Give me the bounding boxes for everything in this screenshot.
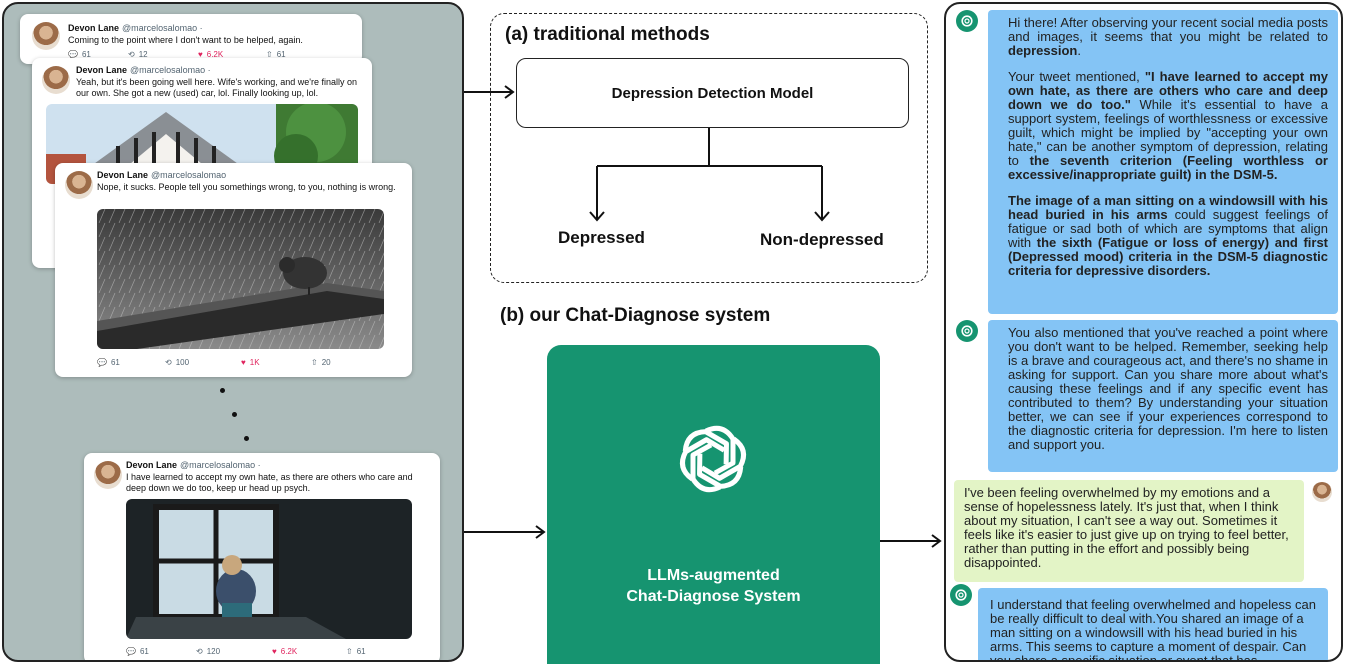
like-button[interactable]: ♥6.2K [272,647,346,656]
arrow-head [535,525,546,539]
share-count: 61 [356,647,366,656]
tweet-author-name: Devon Lane [126,460,178,470]
assistant-avatar-icon [956,10,978,32]
share-icon: ⇧ [311,358,318,367]
model-label: Depression Detection Model [611,84,814,102]
reply-icon: 💬 [68,50,78,59]
like-count: 1K [249,358,260,367]
reply-count: 61 [139,647,149,656]
user-avatar [1312,482,1332,502]
tweet-card[interactable]: Devon Lane@marcelosalomao Nope, it sucks… [55,163,412,377]
reply-button[interactable]: 💬61 [97,358,165,367]
assistant-message: I understand that feeling overwhelmed an… [978,588,1328,660]
system-label: LLMs-augmented Chat-Diagnose System [547,565,880,607]
avatar [94,461,122,489]
share-button[interactable]: ⇧61 [346,647,366,656]
share-icon: ⇧ [346,647,353,656]
tweet-text: I have learned to accept my own hate, as… [126,472,413,493]
share-count: 20 [321,358,331,367]
tweets-panel: Devon Lane@marcelosalomao · Coming to th… [2,2,464,662]
tweet-actions: 💬61 ⟲100 ♥1K ⇧20 [97,358,331,367]
tweet-author-handle: @marcelosalomao · [130,65,211,75]
tweet-text: Nope, it sucks. People tell you somethin… [97,182,396,192]
retweet-icon: ⟲ [196,647,203,656]
like-button[interactable]: ♥1K [241,358,311,367]
heart-icon: ♥ [198,50,203,59]
traditional-methods-box [490,13,928,283]
tweet-text: Yeah, but it's been going well here. Wif… [76,77,357,98]
retweet-count: 12 [138,50,148,59]
assistant-avatar-icon [956,320,978,342]
tweet-image-bird-in-rain [97,209,384,349]
share-button[interactable]: ⇧61 [266,50,286,59]
retweet-button[interactable]: ⟲120 [196,647,272,656]
share-icon: ⇧ [266,50,273,59]
tweet-text: Coming to the point where I don't want t… [68,35,303,45]
retweet-icon: ⟲ [165,358,172,367]
chat-diagnose-title: (b) our Chat-Diagnose system [500,305,771,326]
openai-logo-icon [961,325,973,337]
output-non-depressed: Non-depressed [760,230,884,249]
system-label-line-2: Chat-Diagnose System [626,588,801,605]
ellipsis-dot [244,436,249,441]
retweet-icon: ⟲ [128,50,135,59]
assistant-message: Hi there! After observing your recent so… [988,10,1338,314]
assistant-avatar-icon [950,584,972,606]
chat-diagnose-system-box: LLMs-augmented Chat-Diagnose System [547,345,880,664]
reply-button[interactable]: 💬61 [68,50,128,59]
retweet-count: 120 [206,647,221,656]
tweet-author-name: Devon Lane [76,65,128,75]
openai-logo-icon [679,425,747,493]
reply-icon: 💬 [97,358,107,367]
ellipsis-dot [232,412,237,417]
openai-logo-icon [961,15,973,27]
like-button[interactable]: ♥6.2K [198,50,266,59]
tweet-actions: 💬61 ⟲12 ♥6.2K ⇧61 [68,50,286,59]
reply-button[interactable]: 💬61 [126,647,196,656]
avatar [32,22,60,50]
tweet-author-handle: @marcelosalomao · [122,23,203,33]
arrow-head [931,534,942,548]
ellipsis-dot [220,388,225,393]
reply-count: 61 [81,50,91,59]
retweet-count: 100 [175,358,190,367]
system-label-line-1: LLMs-augmented [647,567,780,584]
openai-logo-icon [955,589,967,601]
reply-count: 61 [110,358,120,367]
share-button[interactable]: ⇧20 [311,358,331,367]
user-message: I've been feeling overwhelmed by my emot… [954,480,1304,582]
heart-icon: ♥ [272,647,277,656]
tweet-card[interactable]: Devon Lane@marcelosalomao · I have learn… [84,453,440,660]
tweet-author-handle: @marcelosalomao · [180,460,261,470]
retweet-button[interactable]: ⟲100 [165,358,241,367]
tweet-image-man-on-windowsill [126,499,412,639]
tweet-author-name: Devon Lane [68,23,120,33]
depression-detection-model-box: Depression Detection Model [516,58,909,128]
share-count: 61 [276,50,286,59]
assistant-message: You also mentioned that you've reached a… [988,320,1338,472]
tweet-actions: 💬61 ⟲120 ♥6.2K ⇧61 [126,647,366,656]
tweet-card[interactable]: Devon Lane@marcelosalomao · Coming to th… [20,14,362,64]
chat-panel: Hi there! After observing your recent so… [944,2,1343,662]
tweet-author-handle: @marcelosalomao [151,170,227,180]
traditional-methods-title: (a) traditional methods [505,24,710,45]
avatar [42,66,70,94]
output-depressed: Depressed [558,228,645,247]
heart-icon: ♥ [241,358,246,367]
like-count: 6.2K [206,50,224,59]
avatar [65,171,93,199]
reply-icon: 💬 [126,647,136,656]
like-count: 6.2K [280,647,298,656]
tweet-author-name: Devon Lane [97,170,149,180]
retweet-button[interactable]: ⟲12 [128,50,198,59]
